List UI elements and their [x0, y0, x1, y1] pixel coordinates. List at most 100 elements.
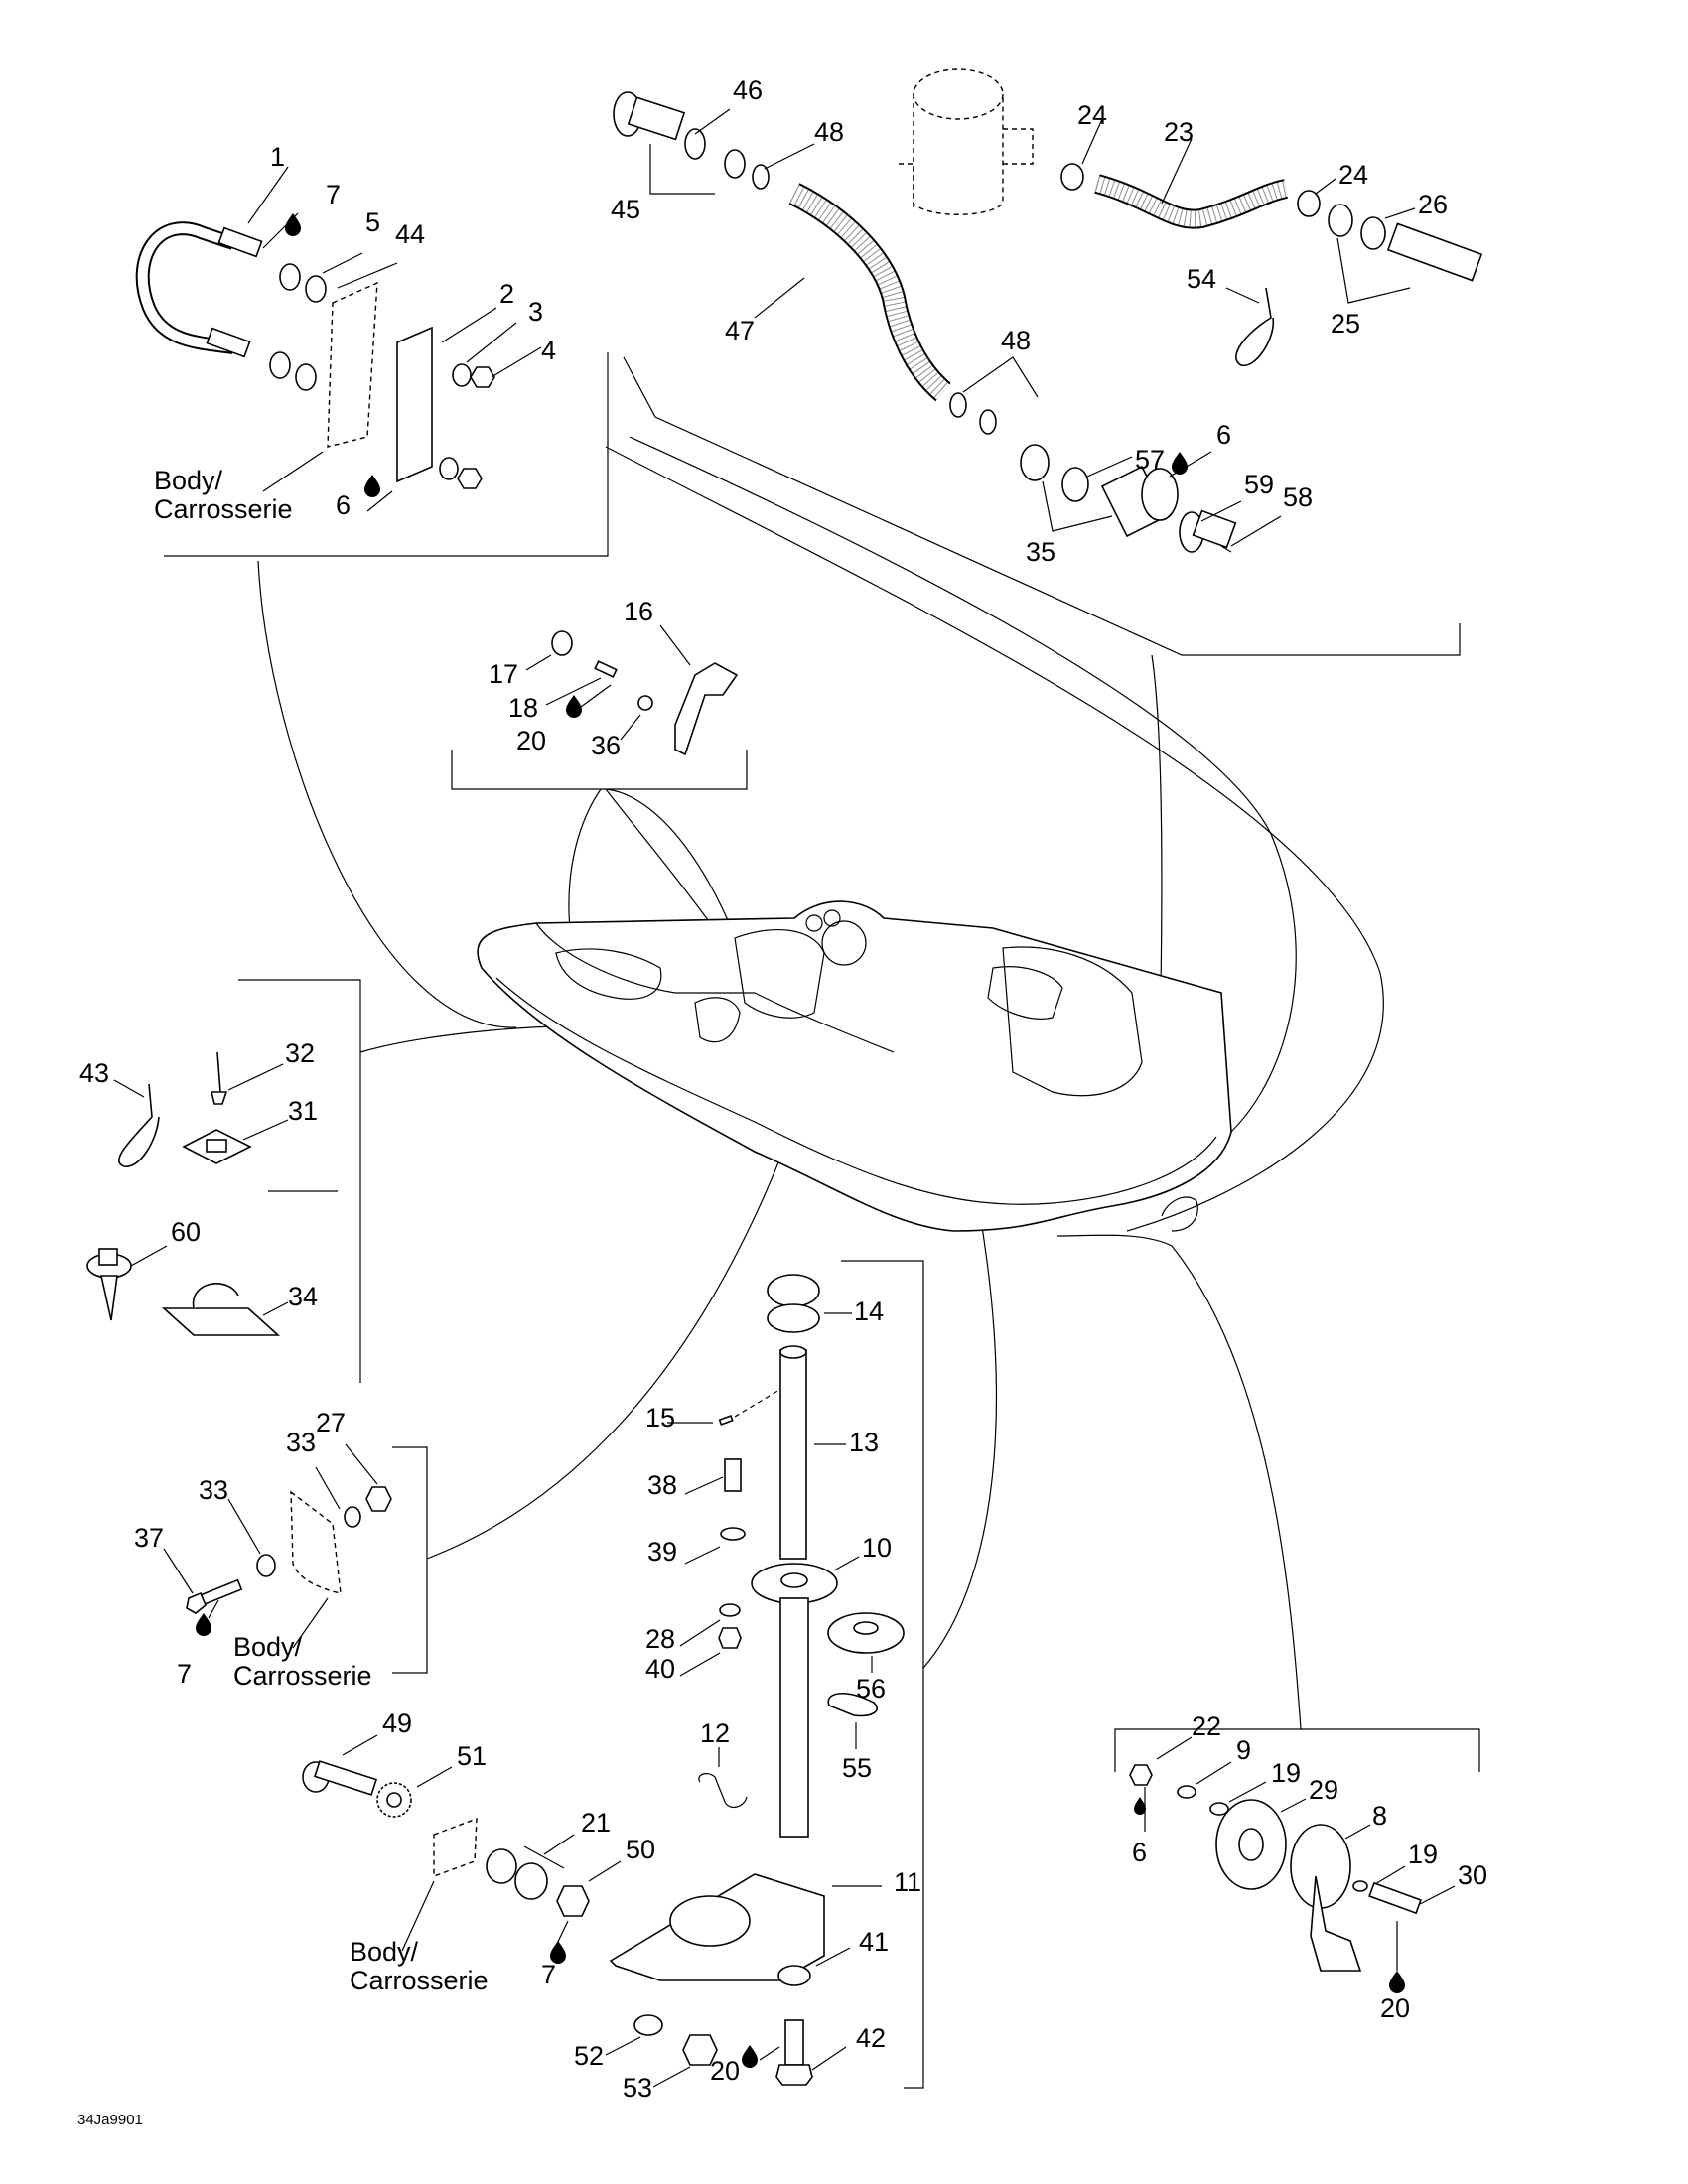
- callout: 18: [508, 693, 538, 723]
- callout: 50: [626, 1835, 655, 1864]
- callout: 20: [1380, 1993, 1410, 2023]
- callout: 16: [624, 597, 653, 626]
- callout: 44: [395, 219, 425, 249]
- group-side-bolt: [163, 1443, 392, 1649]
- callout: 47: [725, 316, 755, 345]
- group-drain-plug: [1129, 1736, 1456, 1972]
- callout: 43: [79, 1058, 109, 1088]
- callout: 32: [285, 1038, 315, 1068]
- callout: 56: [856, 1674, 886, 1704]
- body-label: Body/: [350, 1937, 419, 1967]
- callout: 6: [1216, 420, 1231, 450]
- bolt-thread: [217, 226, 263, 258]
- body-label: Body/: [154, 466, 223, 495]
- frame-bilge: [623, 356, 1461, 656]
- callout: 33: [286, 1428, 316, 1457]
- callout: 51: [457, 1741, 487, 1771]
- hull-illustration: [477, 900, 1232, 1232]
- reference-code: 34Ja9901: [77, 2112, 143, 2128]
- drop-icon: [742, 2045, 758, 2068]
- callout: 29: [1309, 1775, 1338, 1805]
- callout: 33: [199, 1475, 228, 1505]
- callout: 6: [1132, 1838, 1147, 1867]
- callout: 48: [814, 117, 844, 147]
- callout: 42: [856, 2023, 886, 2053]
- drop-icon: [1389, 1971, 1405, 1993]
- callout: 24: [1077, 100, 1107, 130]
- callout: 52: [574, 2041, 604, 2071]
- callout: 26: [1418, 190, 1448, 219]
- callout: 20: [516, 726, 546, 755]
- callout: 40: [645, 1654, 675, 1684]
- callout: 54: [1187, 264, 1216, 294]
- callout: 25: [1331, 309, 1360, 339]
- callout: 38: [647, 1470, 677, 1500]
- callout: 11: [894, 1867, 921, 1897]
- washer: [305, 275, 327, 303]
- callout: 23: [1164, 117, 1194, 147]
- callout: 21: [581, 1808, 611, 1838]
- frame-bow-eye: [164, 352, 609, 557]
- callout: 34: [288, 1282, 318, 1311]
- group-frames: [164, 352, 1480, 2089]
- callout: 8: [1372, 1801, 1387, 1831]
- callout: 13: [849, 1428, 879, 1457]
- callout: 28: [645, 1624, 675, 1654]
- callout: 45: [611, 195, 640, 224]
- callout: 3: [528, 297, 543, 327]
- callout: 27: [316, 1408, 346, 1437]
- drop-icon: [196, 1613, 211, 1636]
- backing-plate: [396, 326, 433, 483]
- post-tube: [779, 1349, 807, 1560]
- drop-icon: [1134, 1797, 1146, 1815]
- callout: 36: [591, 731, 621, 760]
- body-label: Carrosserie: [350, 1966, 489, 1995]
- callout: 20: [710, 2056, 740, 2086]
- nut: [470, 366, 495, 388]
- washer: [279, 263, 301, 291]
- callout: 58: [1283, 482, 1313, 512]
- callout: 31: [288, 1096, 318, 1126]
- callout: 4: [541, 336, 556, 365]
- callout: 7: [326, 180, 341, 209]
- washer: [269, 351, 291, 379]
- callout: 53: [623, 2073, 652, 2103]
- frame-grab-handle: [451, 750, 748, 790]
- callout: 5: [365, 207, 380, 237]
- body-label: Body/: [233, 1632, 303, 1662]
- frame-fasteners: [238, 979, 361, 1383]
- drop-icon: [285, 213, 301, 236]
- frame-steering-post: [841, 1260, 924, 2089]
- callout: 15: [645, 1403, 675, 1433]
- callout: 1: [270, 142, 285, 172]
- drop-icon: [1172, 452, 1188, 475]
- callout: 39: [647, 1537, 677, 1567]
- body-label: Carrosserie: [154, 494, 293, 524]
- body-panel-outline: [327, 281, 378, 448]
- callout: 12: [700, 1718, 730, 1748]
- callout: 49: [382, 1708, 412, 1738]
- washer: [295, 363, 317, 391]
- callout: 60: [171, 1217, 201, 1247]
- callout: 19: [1408, 1840, 1438, 1869]
- callout: 14: [854, 1297, 884, 1326]
- callout-labels: 1 7 5 44 2 3 4 6 Body/ Carrosserie 46 48…: [79, 75, 1487, 2103]
- callout: 24: [1338, 160, 1368, 190]
- group-bilge-pump: [899, 68, 1483, 366]
- frame-drain-plug: [1114, 1728, 1480, 1772]
- frame-side-bolt: [392, 1446, 428, 1674]
- callout: 6: [336, 490, 351, 520]
- callout: 46: [733, 75, 763, 105]
- body-label: Carrosserie: [233, 1661, 372, 1691]
- callout: 7: [177, 1659, 192, 1689]
- drop-icon: [566, 695, 582, 718]
- callout: 57: [1135, 445, 1165, 475]
- callout: 48: [1001, 326, 1031, 355]
- group-steering-post: [605, 1274, 905, 2088]
- callout: 35: [1026, 537, 1055, 567]
- callout: 22: [1192, 1711, 1221, 1741]
- callout: 7: [541, 1960, 556, 1989]
- group-bilge-drain: [613, 91, 1282, 553]
- drop-icon: [364, 475, 380, 497]
